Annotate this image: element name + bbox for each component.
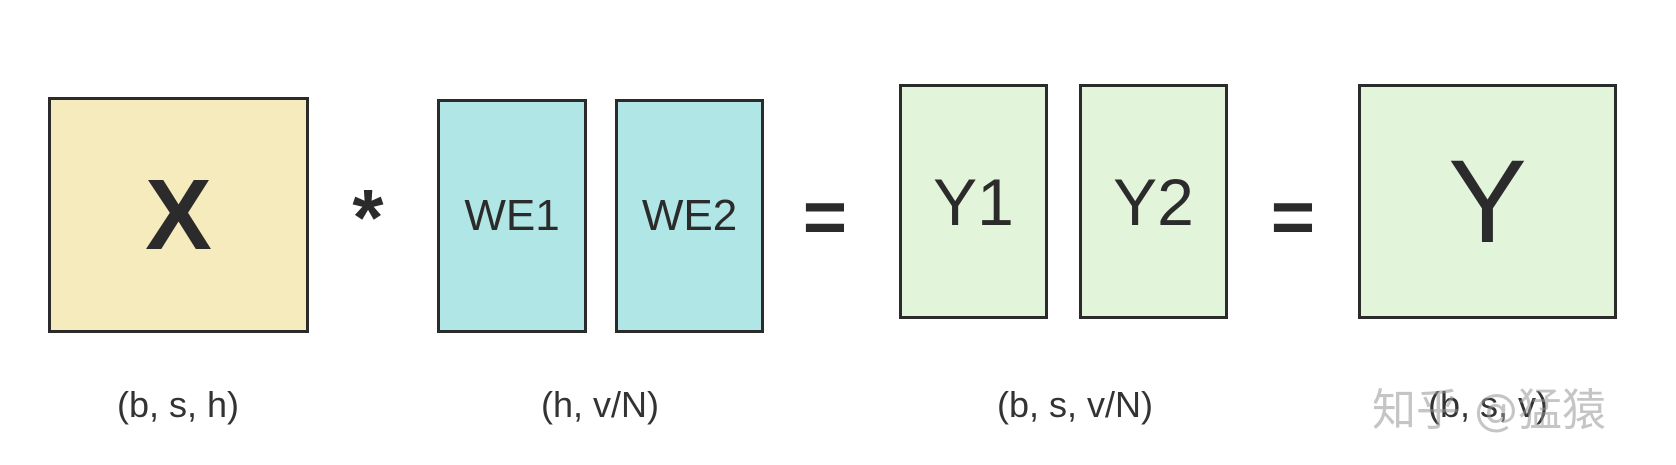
equals-operator-2: = bbox=[1270, 175, 1316, 260]
shape-label-we: (h, v/N) bbox=[540, 384, 659, 425]
matrix-y1-label: Y1 bbox=[933, 164, 1014, 239]
matrix-we1-block: WE1 bbox=[437, 99, 587, 333]
matrix-y2-label: Y2 bbox=[1113, 164, 1194, 239]
multiply-operator: * bbox=[352, 173, 384, 262]
shape-label-y: (b, s, v) bbox=[1427, 384, 1548, 425]
equals-operator-1: = bbox=[802, 175, 848, 260]
matrix-y-label: Y bbox=[1448, 135, 1527, 268]
matrix-we2-block: WE2 bbox=[615, 99, 764, 333]
matrix-we2-label: WE2 bbox=[641, 191, 738, 240]
matrix-x-label: X bbox=[145, 158, 212, 271]
matrix-y1-block: Y1 bbox=[899, 84, 1048, 319]
matrix-y2-block: Y2 bbox=[1079, 84, 1228, 319]
shape-label-y-parts: (b, s, v/N) bbox=[996, 384, 1153, 425]
matrix-we1-label: WE1 bbox=[464, 191, 560, 240]
matrix-x-block: X bbox=[48, 97, 309, 333]
shape-label-x: (b, s, h) bbox=[116, 384, 240, 425]
watermark-text: 知乎 @猛猿 bbox=[1372, 385, 1606, 436]
matrix-y-block: Y bbox=[1358, 84, 1617, 319]
